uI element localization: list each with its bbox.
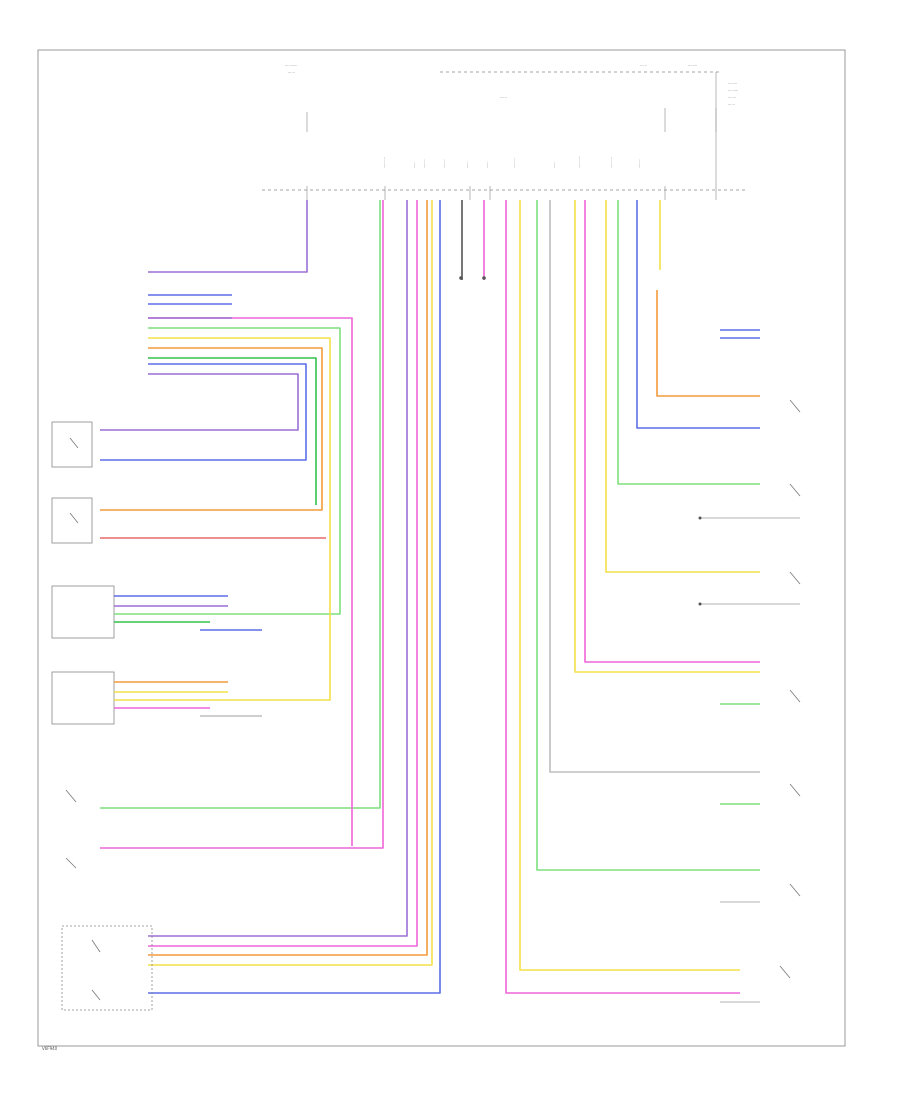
wire-green-left — [148, 357, 317, 505]
svg-text:......: ...... — [640, 63, 647, 67]
wire-pink-main — [100, 200, 384, 849]
wire-orange-left — [100, 347, 323, 511]
module-3-wires — [114, 595, 262, 631]
figure-code: V6F940 — [42, 1046, 58, 1051]
svg-text:........: ........ — [442, 159, 446, 168]
svg-text:...........: ........... — [577, 156, 581, 168]
wire-orange-c — [656, 290, 760, 397]
svg-text:...........: ........... — [285, 63, 298, 67]
wire-blue-left — [100, 363, 307, 461]
svg-text:........: ........ — [422, 159, 426, 168]
svg-text:.......: ....... — [728, 95, 736, 99]
svg-text:......: ...... — [288, 70, 295, 74]
switch-symbol — [65, 437, 101, 1001]
wire-blue-main — [148, 200, 441, 994]
ground-symbol — [459, 276, 800, 1003]
wire-green-c — [617, 200, 760, 485]
module-2 — [51, 497, 93, 544]
svg-text:......: ...... — [500, 95, 507, 99]
svg-text:......: ...... — [465, 162, 469, 168]
wire-light-green-left — [148, 327, 341, 615]
wire-yellow-c — [605, 200, 760, 573]
left-connector-pins — [148, 294, 232, 319]
module-3 — [51, 585, 115, 639]
wire-yellow-left — [148, 337, 331, 701]
svg-text:..........: .......... — [382, 157, 386, 168]
svg-text:......: ...... — [728, 102, 735, 106]
wire-yellow-b — [574, 200, 760, 673]
wire-blue-c — [636, 200, 760, 429]
wire-light-green-right — [536, 200, 760, 871]
wire-pink-b — [148, 200, 418, 947]
svg-text:........: ........ — [728, 81, 737, 85]
wire-violet-top — [148, 200, 308, 273]
switch-group-box — [61, 925, 153, 1011]
wire-yellow-right — [519, 200, 740, 971]
right-switches — [779, 399, 801, 979]
wire-grey-right — [549, 200, 760, 773]
top-supply: ........... ...... ...... ...... .......… — [262, 63, 745, 200]
pin-labels: .......... ...... ........ ........ ....… — [382, 156, 641, 168]
svg-text:........: ........ — [637, 159, 641, 168]
svg-text:......: ...... — [485, 162, 489, 168]
diagram-frame — [37, 49, 846, 1047]
wire-violet-main — [148, 200, 408, 937]
module-4 — [51, 671, 115, 725]
wire-pink-right — [505, 200, 740, 994]
svg-text:..........: .......... — [609, 157, 613, 168]
wire-pink-c — [584, 200, 760, 663]
module-4-wires — [114, 681, 262, 717]
fuse-symbol — [306, 108, 717, 132]
svg-text:......: ...... — [412, 162, 416, 168]
connector-dashed-line — [306, 186, 666, 200]
svg-text:.........: ......... — [512, 158, 516, 168]
svg-text:........: ........ — [688, 63, 697, 67]
wire-yellow-main — [148, 200, 433, 966]
svg-text:......: ...... — [552, 162, 556, 168]
wire-light-green-main — [100, 200, 381, 809]
svg-text:.........: ......... — [728, 88, 738, 92]
wire-orange-main — [148, 200, 428, 956]
wire-violet-left — [100, 373, 299, 431]
module-1 — [51, 421, 93, 468]
